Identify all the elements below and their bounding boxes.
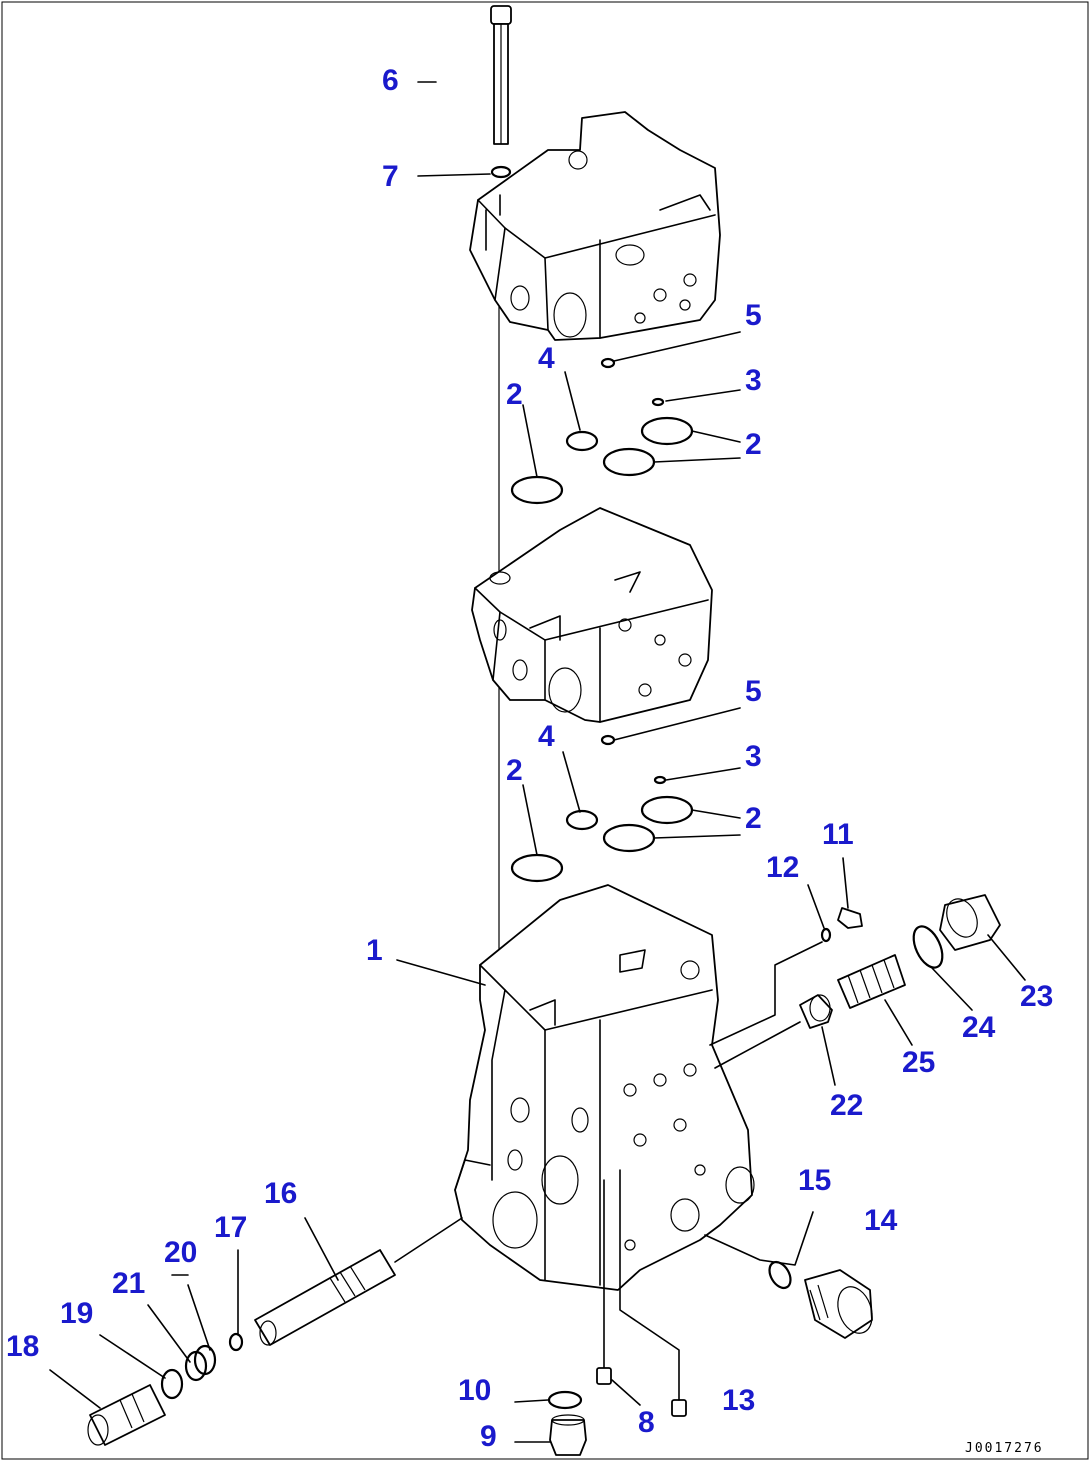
callout-3-upper: 3 bbox=[745, 364, 762, 397]
o-ring-24 bbox=[912, 925, 944, 969]
callout-2-upper-left: 2 bbox=[506, 378, 523, 411]
o-ring-19 bbox=[160, 1368, 184, 1400]
callout-12: 12 bbox=[766, 851, 799, 884]
callout-9: 9 bbox=[480, 1420, 497, 1453]
o-ring-5-lower bbox=[600, 734, 616, 746]
bolt-6 bbox=[490, 5, 512, 145]
callout-23: 23 bbox=[1020, 980, 1053, 1013]
spool-16 bbox=[254, 1249, 396, 1346]
callout-7: 7 bbox=[382, 160, 399, 193]
ring-17 bbox=[228, 1332, 244, 1352]
plug-18 bbox=[87, 1384, 166, 1446]
o-ring-2-upper-right bbox=[640, 416, 694, 446]
drawing-code: J0017276 bbox=[965, 1441, 1044, 1456]
plug-14 bbox=[804, 1269, 873, 1339]
o-ring-2-lower-left bbox=[510, 853, 564, 883]
o-ring-4-upper bbox=[565, 430, 599, 452]
ring-21 bbox=[184, 1350, 208, 1382]
callout-14: 14 bbox=[864, 1204, 898, 1237]
valve-section-top bbox=[469, 111, 721, 341]
o-ring-3-upper bbox=[651, 397, 665, 407]
callout-24: 24 bbox=[962, 1011, 996, 1044]
clip-11 bbox=[837, 907, 863, 929]
callout-2-lower-left: 2 bbox=[506, 754, 523, 787]
o-ring-5-upper bbox=[600, 357, 616, 369]
spring-25 bbox=[837, 954, 906, 1009]
o-ring-2-lower-right bbox=[640, 795, 694, 825]
callout-4-upper: 4 bbox=[538, 342, 555, 375]
o-ring-2-upper-left bbox=[510, 475, 564, 505]
leader-lines bbox=[49, 81, 1026, 1443]
callout-6: 6 bbox=[382, 64, 399, 97]
callout-11: 11 bbox=[822, 818, 854, 851]
callout-21: 21 bbox=[112, 1267, 145, 1300]
callout-13: 13 bbox=[722, 1384, 755, 1417]
callout-5-upper: 5 bbox=[745, 299, 762, 332]
o-ring-4-lower bbox=[565, 809, 599, 831]
o-ring-15 bbox=[768, 1260, 792, 1290]
callout-15: 15 bbox=[798, 1164, 831, 1197]
ring-12 bbox=[820, 927, 832, 943]
valve-body-1 bbox=[454, 884, 755, 1291]
callout-16: 16 bbox=[264, 1177, 297, 1210]
callout-2-lower-right: 2 bbox=[745, 802, 762, 835]
o-ring-2-upper-mid bbox=[602, 447, 656, 477]
callout-3-lower: 3 bbox=[745, 740, 762, 773]
callout-1: 1 bbox=[366, 934, 383, 967]
callout-2-upper-right: 2 bbox=[745, 428, 762, 461]
callout-19: 19 bbox=[60, 1297, 93, 1330]
callout-10: 10 bbox=[458, 1374, 491, 1407]
washer-10 bbox=[547, 1390, 583, 1410]
plug-9 bbox=[549, 1414, 587, 1456]
plug-23 bbox=[939, 894, 1001, 951]
poppet-22 bbox=[799, 994, 833, 1029]
callout-22: 22 bbox=[830, 1089, 863, 1122]
callout-18: 18 bbox=[6, 1330, 39, 1363]
callout-5-lower: 5 bbox=[745, 675, 762, 708]
callout-20: 20 bbox=[164, 1236, 197, 1269]
callout-8: 8 bbox=[638, 1406, 655, 1439]
washer-7 bbox=[490, 165, 512, 179]
callout-17: 17 bbox=[214, 1211, 247, 1244]
o-ring-3-lower bbox=[653, 775, 667, 785]
callout-4-lower: 4 bbox=[538, 720, 555, 753]
o-ring-2-lower-mid bbox=[602, 823, 656, 853]
valve-section-middle bbox=[471, 507, 713, 723]
callout-25: 25 bbox=[902, 1046, 935, 1079]
bolt-8 bbox=[596, 1179, 612, 1385]
bolt-13 bbox=[671, 1399, 687, 1417]
